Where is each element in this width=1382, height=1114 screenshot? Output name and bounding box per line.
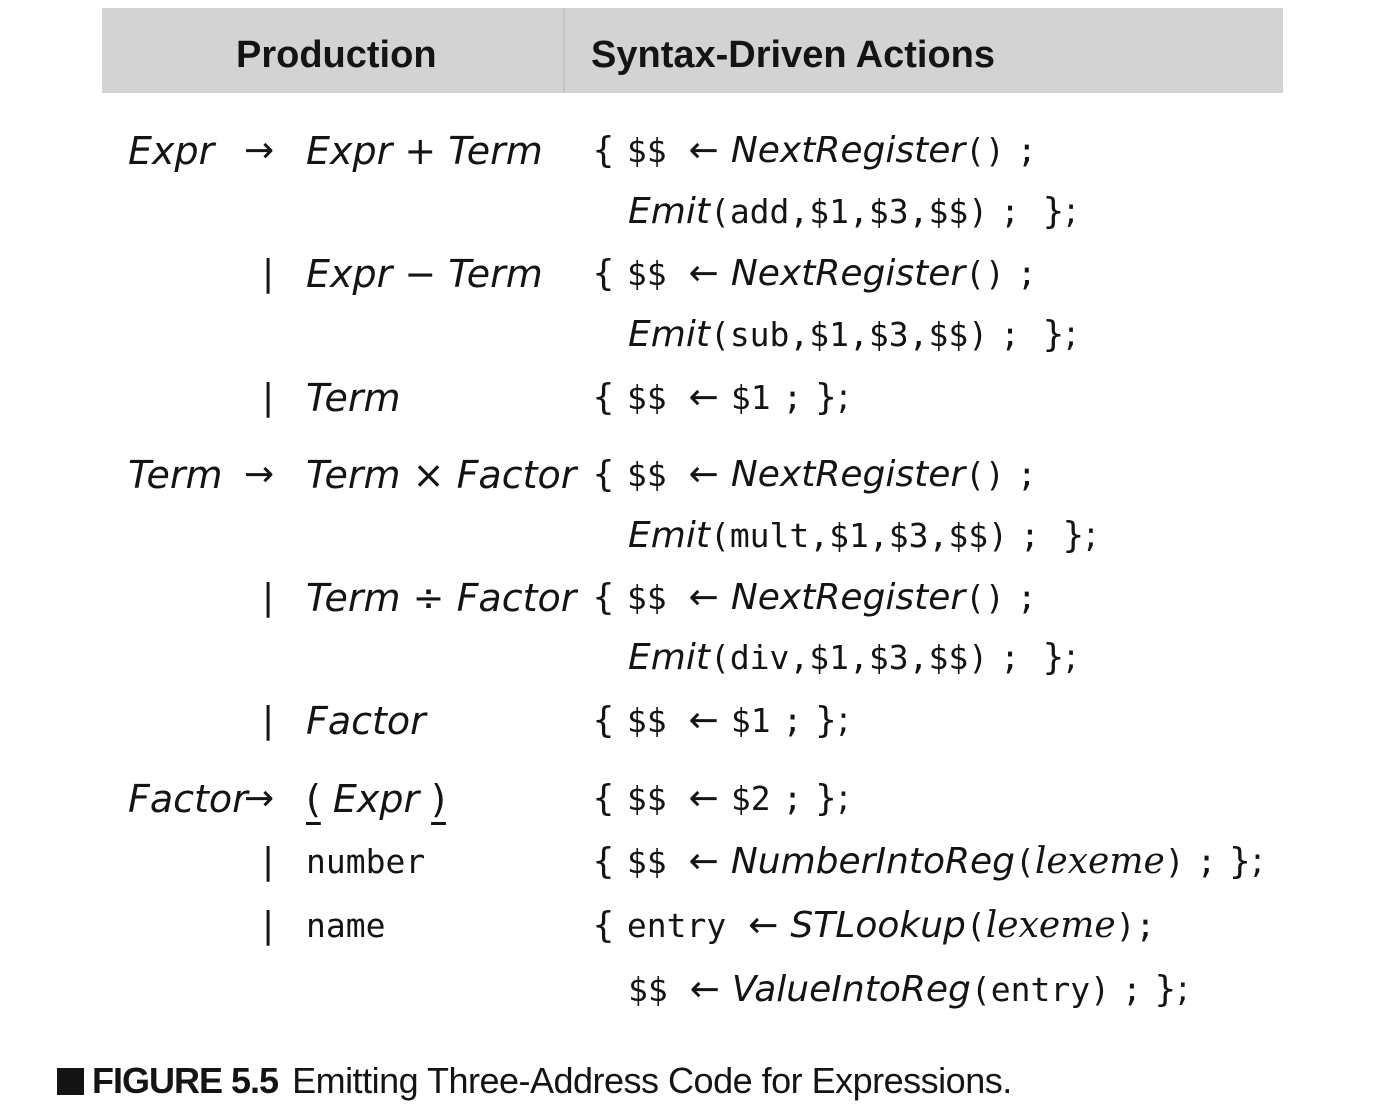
production-rhs: Factor [306,699,426,743]
action-line: {$$←$1;}; [592,377,850,418]
production-arrow: → [244,778,275,819]
production-arrow: → [244,454,275,495]
production-row-term-times: Term → Term × Factor {$$←NextRegister(); [0,445,1382,505]
header-divider [563,8,565,93]
production-rhs: Term ÷ Factor [306,576,577,620]
production-column-header: Production [236,34,437,76]
alternative-bar: | [262,700,275,741]
action-line: {$$←$2;}; [592,778,850,819]
alternative-bar: | [262,377,275,418]
action-row-emit-mult: Emit(mult,$1,$3,$$);}; [0,506,1382,566]
production-rhs: (Expr) [306,777,446,821]
alternative-bar: | [262,841,275,882]
action-line: Emit(add,$1,$3,$$);}; [628,191,1078,232]
action-row-emit-sub: Emit(sub,$1,$3,$$);}; [0,305,1382,365]
action-line: {$$←NextRegister(); [592,130,1037,171]
action-line: Emit(mult,$1,$3,$$);}; [628,515,1097,556]
figure-label: FIGURE 5.5 [92,1060,279,1101]
production-row-expr-term: | Term {$$←$1;}; [0,368,1382,428]
production-row-factor-paren: Factor → (Expr) {$$←$2;}; [0,769,1382,829]
action-line: {$$←NextRegister(); [592,454,1037,495]
action-line: $$←ValueIntoReg(entry);}; [628,969,1189,1010]
production-row-term-factor: | Factor {$$←$1;}; [0,691,1382,751]
action-line: {$$←NextRegister(); [592,577,1037,618]
production-rhs: Term [306,376,401,420]
action-line: {$$←NumberIntoReg(lexeme);}; [592,841,1264,882]
alternative-bar: | [262,253,275,294]
caption-marker-icon [57,1068,84,1095]
table-header: Production Syntax-Driven Actions [102,8,1283,93]
production-rhs: Term × Factor [306,453,577,497]
action-line: {$$←NextRegister(); [592,253,1037,294]
production-row-expr-minus: | Expr − Term {$$←NextRegister(); [0,244,1382,304]
production-arrow: → [244,130,275,171]
action-line: Emit(sub,$1,$3,$$);}; [628,314,1078,355]
figure-caption: FIGURE 5.5 Emitting Three-Address Code fo… [57,1058,1012,1104]
production-rhs: number [306,842,426,881]
production-row-expr-plus: Expr → Expr + Term {$$←NextRegister(); [0,121,1382,181]
action-line: {$$←$1;}; [592,700,850,741]
action-line: {entry←STLookup(lexeme); [592,905,1156,946]
lhs-nonterminal: Term [128,453,223,497]
production-rhs: name [306,906,386,945]
caption-text: Emitting Three-Address Code for Expressi… [292,1060,1012,1101]
lhs-nonterminal: Factor [128,777,248,821]
production-row-term-div: | Term ÷ Factor {$$←NextRegister(); [0,568,1382,628]
action-row-emit-add: Emit(add,$1,$3,$$);}; [0,182,1382,242]
actions-column-header: Syntax-Driven Actions [591,34,996,76]
action-row-value-into-reg: $$←ValueIntoReg(entry);}; [0,960,1382,1020]
production-rhs: Expr − Term [306,252,543,296]
production-rhs: Expr + Term [306,129,543,173]
production-row-factor-name: | name {entry←STLookup(lexeme); [0,896,1382,956]
action-row-emit-div: Emit(div,$1,$3,$$);}; [0,628,1382,688]
alternative-bar: | [262,577,275,618]
production-row-factor-number: | number {$$←NumberIntoReg(lexeme);}; [0,832,1382,892]
action-line: Emit(div,$1,$3,$$);}; [628,637,1078,678]
lhs-nonterminal: Expr [128,129,215,173]
alternative-bar: | [262,905,275,946]
